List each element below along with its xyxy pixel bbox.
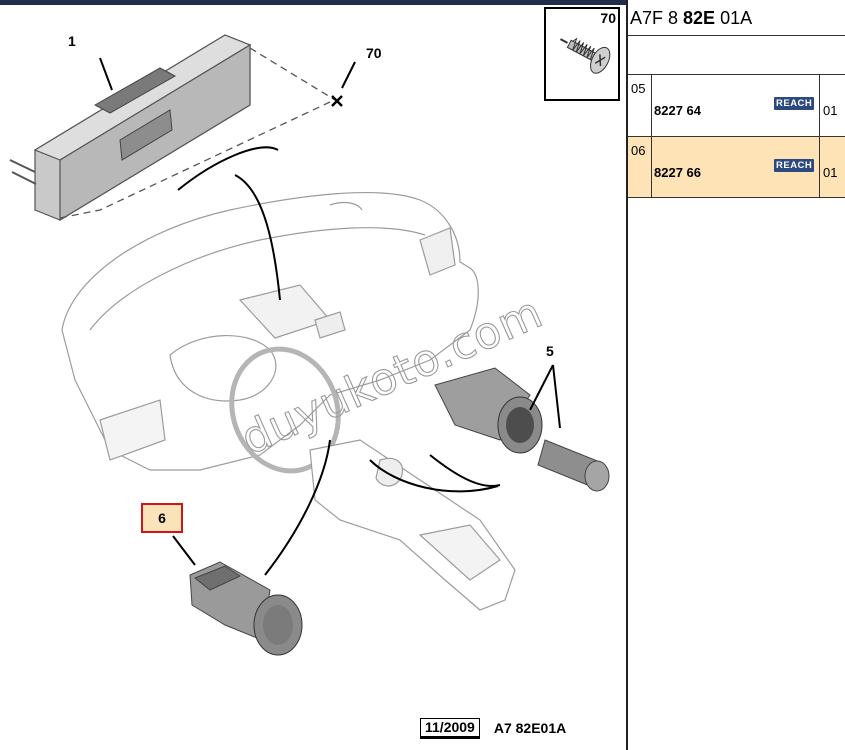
callout-70: 70 — [366, 45, 382, 61]
dashboard-illustration — [61, 191, 516, 611]
part-row-06[interactable]: 06 8227 66 REACH 01 — [628, 136, 845, 198]
diagram-reference-title: A7F 8 82E 01A — [630, 8, 752, 29]
title-suffix: 01A — [715, 8, 753, 28]
lighter-socket-illustration — [434, 367, 610, 492]
column-divider — [819, 75, 820, 136]
leader-lines — [99, 57, 561, 576]
screw-position-mark — [331, 95, 343, 107]
footer-code: A7 82E01A — [493, 720, 567, 736]
part-reference[interactable]: 8227 64 — [654, 103, 701, 118]
column-divider — [819, 137, 820, 197]
exploded-diagram-panel: 1 70 5 duyukoto.com 70 6 11/2009 A7 82E0… — [0, 0, 626, 739]
callout-1: 1 — [68, 33, 76, 49]
screw-thumbnail[interactable]: 70 — [544, 7, 620, 101]
part-row-05[interactable]: 05 8227 64 REACH 01 — [628, 74, 845, 136]
top-bar — [0, 0, 626, 5]
callout-6: 6 — [158, 510, 166, 526]
row-index: 06 — [628, 137, 652, 197]
screw-icon — [559, 37, 611, 74]
parts-list-panel: A7F 8 82E 01A 05 8227 64 REACH 01 06 822… — [628, 0, 845, 750]
part-reference[interactable]: 8227 66 — [654, 165, 701, 180]
diagram-reference-header: A7F 8 82E 01A — [628, 0, 845, 36]
part-quantity: 01 — [823, 165, 838, 180]
parts-table: 05 8227 64 REACH 01 06 8227 66 REACH 01 — [628, 74, 845, 198]
footer-date: 11/2009 — [420, 717, 480, 739]
callout-5: 5 — [546, 343, 554, 359]
cigarette-lighter-illustration — [189, 561, 303, 656]
control-unit-illustration — [9, 34, 252, 222]
panel-divider — [626, 0, 628, 750]
reach-badge: REACH — [774, 97, 815, 110]
mounting-guide-lines — [59, 47, 336, 219]
thumbnail-number: 70 — [600, 10, 616, 26]
title-prefix: A7F 8 — [630, 8, 684, 28]
diagram-footer: 11/2009 A7 82E01A — [420, 717, 567, 739]
callout-6-highlight[interactable]: 6 — [141, 503, 183, 533]
part-quantity: 01 — [823, 103, 838, 118]
row-index: 05 — [628, 75, 652, 136]
title-bold: 82E — [683, 8, 716, 28]
parts-diagram: 1 70 5 duyukoto.com — [9, 33, 610, 656]
reach-badge: REACH — [774, 159, 815, 172]
